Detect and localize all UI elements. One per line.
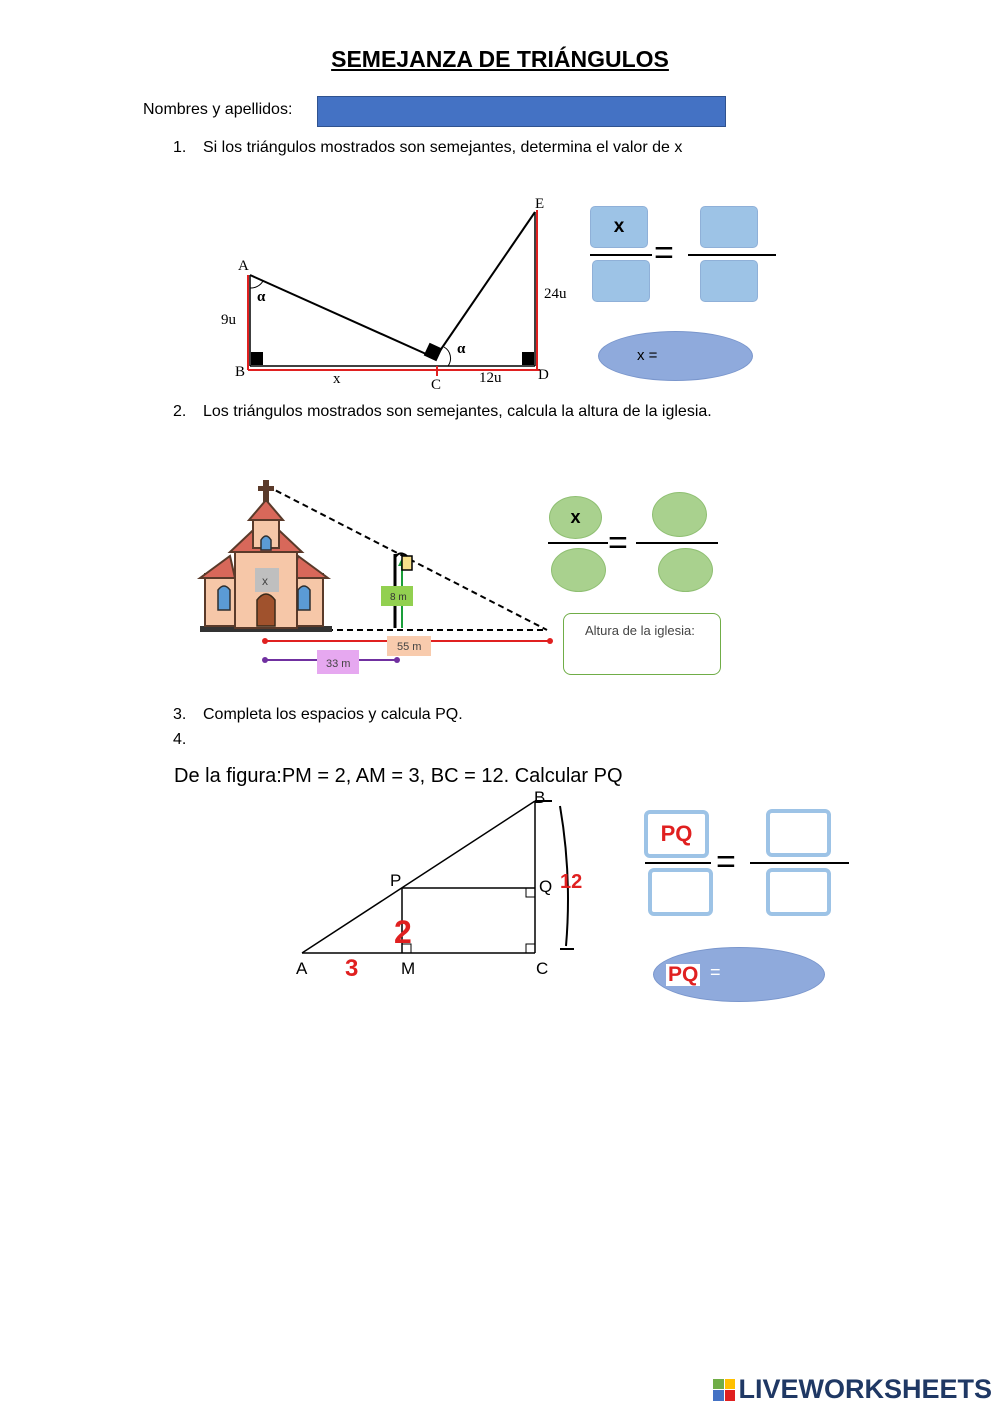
question-3: 3. Completa los espacios y calcula PQ. bbox=[173, 706, 463, 724]
fig2-answer-box[interactable]: Altura de la iglesia: bbox=[563, 613, 721, 675]
lamp-height-label: 8 m bbox=[390, 592, 407, 603]
name-label: Nombres y apellidos: bbox=[143, 101, 293, 118]
base-55-label: 55 m bbox=[397, 641, 421, 653]
label-12u: 12u bbox=[479, 370, 502, 386]
fig2-denominator-right[interactable] bbox=[658, 548, 713, 592]
fig3-label-C: C bbox=[536, 959, 548, 978]
fig3-label-P: P bbox=[390, 871, 401, 890]
church-drawing bbox=[196, 480, 332, 632]
fig1-answer-label: x = bbox=[637, 347, 658, 364]
fig3-answer-oval[interactable]: PQ = bbox=[653, 947, 825, 1002]
fig1-numerator-right[interactable] bbox=[700, 206, 758, 248]
question-4: 4. bbox=[173, 731, 203, 749]
fig3-statement: De la figura:PM = 2, AM = 3, BC = 12. Ca… bbox=[174, 765, 623, 787]
fig1-answer-oval[interactable]: x = bbox=[598, 331, 753, 381]
label-C: C bbox=[431, 377, 441, 393]
liveworksheets-logo: LIVEWORKSHEETS bbox=[713, 1374, 992, 1405]
liveworksheets-logo-icon bbox=[713, 1378, 736, 1401]
fig3-hand-bc: 12 bbox=[560, 871, 582, 893]
fig3-denominator-right[interactable] bbox=[766, 868, 831, 916]
label-D: D bbox=[538, 367, 549, 383]
church-x-label: x bbox=[262, 574, 268, 588]
label-B: B bbox=[235, 364, 245, 380]
alpha-2: α bbox=[457, 341, 466, 357]
figure-3-triangle: A B C M P Q 2 3 12 bbox=[296, 788, 582, 982]
liveworksheets-logo-text: LIVEWORKSHEETS bbox=[738, 1374, 992, 1404]
label-A: A bbox=[238, 258, 249, 274]
fig3-denominator-left[interactable] bbox=[648, 868, 713, 916]
fig3-label-Q: Q bbox=[539, 877, 552, 896]
fig2-fraction-line-right bbox=[636, 542, 718, 544]
fig1-denominator-left[interactable] bbox=[592, 260, 650, 302]
question-4-number: 4. bbox=[173, 731, 187, 748]
name-input[interactable] bbox=[317, 96, 726, 127]
fig2-numerator-right[interactable] bbox=[652, 492, 707, 537]
fig3-fraction-line-right bbox=[750, 862, 849, 864]
fig2-fraction-line-left bbox=[548, 542, 608, 544]
label-E: E bbox=[535, 196, 544, 212]
question-2-text: Los triángulos mostrados son semejantes,… bbox=[203, 403, 712, 420]
fig3-label-B: B bbox=[534, 788, 545, 807]
figure-2-church: x 8 m 55 m 33 m bbox=[196, 480, 553, 674]
fig2-numerator-left[interactable]: x bbox=[549, 496, 602, 539]
fig3-fraction-line-left bbox=[645, 862, 711, 864]
base-33-label: 33 m bbox=[326, 658, 350, 670]
fig3-label-M: M bbox=[401, 959, 415, 978]
question-1-text: Si los triángulos mostrados son semejant… bbox=[203, 139, 683, 156]
label-9u: 9u bbox=[221, 312, 237, 328]
alpha-1: α bbox=[257, 289, 266, 305]
fig1-numerator-left[interactable]: x bbox=[590, 206, 648, 248]
question-3-text: Completa los espacios y calcula PQ. bbox=[203, 706, 463, 723]
figure-1-triangles: A B C D E α α 9u x 12u 24u bbox=[221, 196, 567, 393]
fig1-fraction-line-right bbox=[688, 254, 776, 256]
fig2-equals: = bbox=[608, 524, 628, 562]
label-24u: 24u bbox=[544, 286, 567, 302]
fig3-hand-am: 3 bbox=[345, 955, 358, 982]
fig2-answer-label: Altura de la iglesia: bbox=[585, 623, 695, 638]
question-2: 2. Los triángulos mostrados son semejante… bbox=[173, 403, 712, 421]
fig3-label-A: A bbox=[296, 959, 308, 978]
fig2-denominator-left[interactable] bbox=[551, 548, 606, 592]
fig3-answer-equals: = bbox=[710, 962, 721, 982]
fig3-numerator-right[interactable] bbox=[766, 809, 831, 857]
question-1-number: 1. bbox=[173, 139, 187, 156]
fig1-fraction-line-left bbox=[590, 254, 652, 256]
page-title: SEMEJANZA DE TRIÁNGULOS bbox=[331, 46, 669, 72]
fig1-denominator-right[interactable] bbox=[700, 260, 758, 302]
fig3-equals: = bbox=[716, 843, 736, 881]
question-1: 1. Si los triángulos mostrados son semeja… bbox=[173, 139, 682, 157]
question-2-number: 2. bbox=[173, 403, 187, 420]
question-3-number: 3. bbox=[173, 706, 187, 723]
fig3-numerator-left[interactable]: PQ bbox=[644, 810, 709, 858]
label-x: x bbox=[333, 371, 341, 387]
fig3-hand-pm: 2 bbox=[394, 914, 412, 950]
fig3-answer-label: PQ bbox=[666, 963, 701, 986]
fig1-equals: = bbox=[654, 234, 674, 272]
